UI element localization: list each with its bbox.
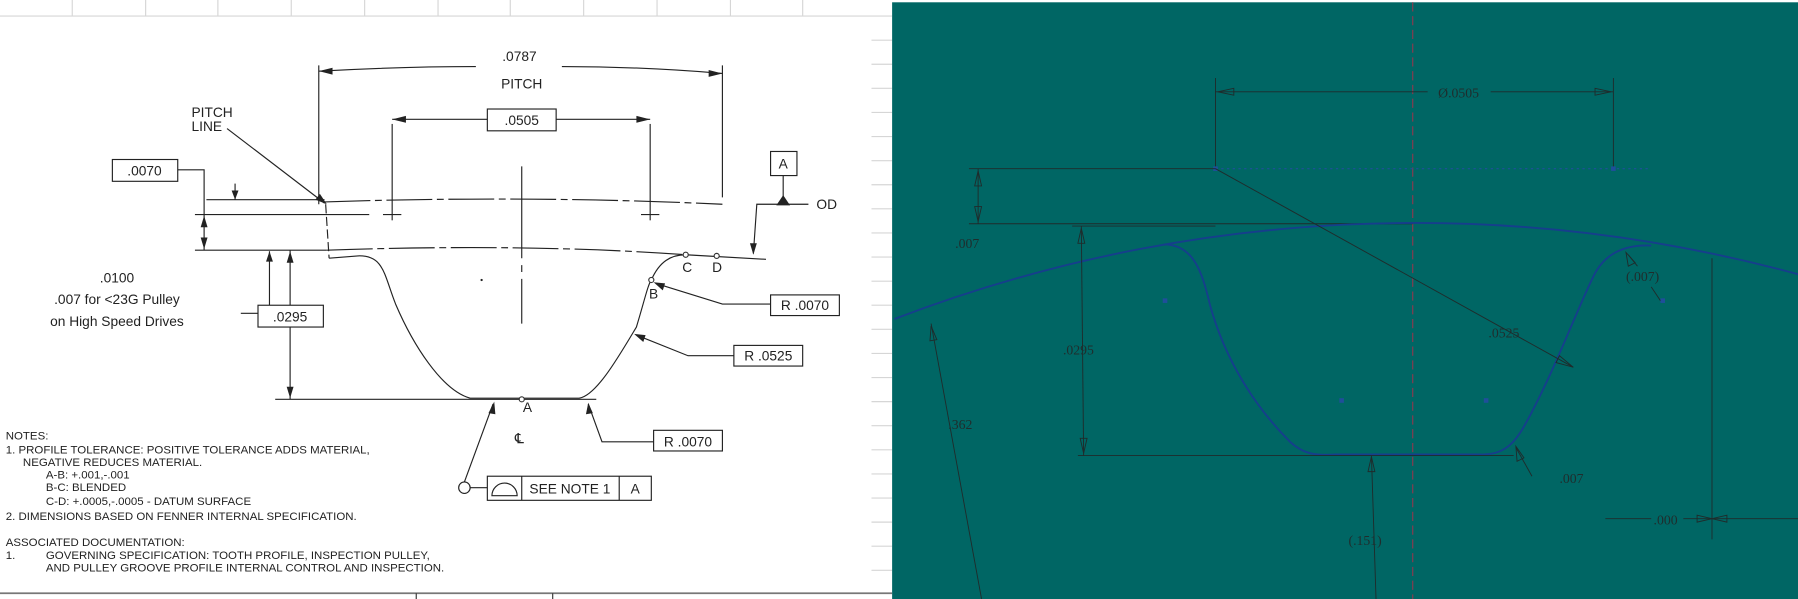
- radius-top-label: R .0070: [781, 298, 829, 313]
- assoc-line: AND PULLEY GROOVE PROFILE INTERNAL CONTR…: [46, 562, 444, 574]
- radius-flank-label: R .0525: [744, 348, 792, 363]
- zero-offset-dim[interactable]: .000: [1654, 512, 1678, 527]
- spreadsheet-grid: [0, 0, 893, 599]
- pitch-label: PITCH: [501, 76, 542, 91]
- dim-0100: .0100: [100, 270, 135, 285]
- radius-bottom-label: R .0070: [664, 434, 712, 449]
- root-radius-dim[interactable]: .007: [1559, 471, 1583, 486]
- od-label: OD: [816, 197, 837, 212]
- notes-heading: NOTES:: [6, 430, 49, 442]
- note-line: A-B: +.001,-.001: [46, 470, 130, 482]
- dim-0505: .0505: [505, 113, 540, 128]
- notes: NOTES: 1. PROFILE TOLERANCE: POSITIVE TO…: [6, 430, 445, 574]
- note-line: B-C: BLENDED: [46, 482, 126, 494]
- groove-profile: [1163, 243, 1652, 456]
- offset-dim[interactable]: .007: [955, 236, 979, 251]
- point-c-label: C: [682, 260, 692, 275]
- pitch-line-label-2: LINE: [191, 119, 222, 134]
- dim-0100-note-1: .007 for <23G Pulley: [54, 292, 180, 307]
- assoc-number: 1.: [6, 550, 16, 562]
- outer-diameter-arc: [894, 222, 1798, 320]
- assoc-heading: ASSOCIATED DOCUMENTATION:: [6, 537, 185, 549]
- tooth-profile-drawing: .0787 PITCH .0505 PITCH LINE .0070 .0100…: [50, 49, 840, 501]
- dim-0100-note-2: on High Speed Drives: [50, 314, 184, 329]
- point-b-label: B: [649, 286, 658, 301]
- feature-control-frame: SEE NOTE 1 A: [486, 475, 652, 501]
- point-d-label: D: [712, 260, 722, 275]
- outer-radius-dim[interactable]: .362: [948, 417, 972, 432]
- diameter-dim[interactable]: Ø.0505: [1438, 86, 1479, 101]
- note-line: 1. PROFILE TOLERANCE: POSITIVE TOLERANCE…: [6, 444, 370, 456]
- dim-0295: .0295: [273, 309, 308, 324]
- datum-a-label: A: [779, 157, 789, 172]
- point-a-label: A: [523, 400, 533, 415]
- pitch-value: .0787: [502, 49, 536, 64]
- control-frame-datum: A: [631, 481, 641, 496]
- profile-of-surface-icon: [491, 482, 518, 497]
- note-line: NEGATIVE REDUCES MATERIAL.: [23, 457, 202, 469]
- root-diameter-dim[interactable]: (.151): [1349, 533, 1382, 549]
- cad-view[interactable]: Ø.0505 .007 .0295 .0525 (.007): [892, 2, 1798, 599]
- flank-radius-dim[interactable]: .0525: [1488, 325, 1519, 340]
- note-line: 2. DIMENSIONS BASED ON FENNER INTERNAL S…: [6, 511, 357, 523]
- pitch-line-label: PITCH: [191, 105, 232, 120]
- centerline-symbol: ℄: [514, 431, 524, 446]
- assoc-line: GOVERNING SPECIFICATION: TOOTH PROFILE, …: [46, 550, 430, 562]
- cad-background: [892, 2, 1798, 599]
- note-line: C-D: +.0005,-.0005 - DATUM SURFACE: [46, 496, 252, 508]
- tip-radius-dim[interactable]: (.007): [1626, 269, 1659, 285]
- control-frame-note: SEE NOTE 1: [529, 481, 610, 496]
- dim-0070: .0070: [127, 164, 162, 179]
- depth-dim[interactable]: .0295: [1063, 343, 1094, 358]
